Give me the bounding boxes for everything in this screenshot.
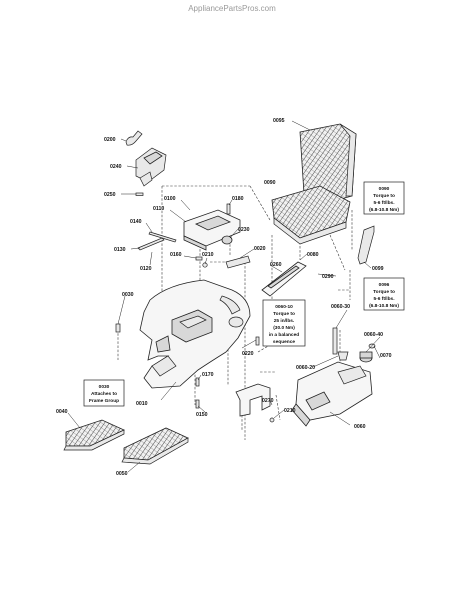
note-0090-line-2: Torque to <box>373 193 395 199</box>
label-0099: 0099 <box>372 266 384 272</box>
label-0140: 0140 <box>130 219 142 225</box>
leader-lines <box>67 120 381 473</box>
label-0095: 0095 <box>273 118 285 124</box>
label-0060-30: 0060-30 <box>331 304 350 310</box>
part-0260-slide-track <box>261 261 307 297</box>
label-0220: 0220 <box>242 351 254 357</box>
part-0010-fender-pan <box>139 279 251 389</box>
label-0130: 0130 <box>114 247 126 253</box>
note-0030-line-2: Attaches to <box>91 391 117 397</box>
label-0290: 0290 <box>322 274 334 280</box>
note-0060-10-line-4: (30.0 Nm) <box>273 325 295 331</box>
label-0010: 0010 <box>136 401 148 407</box>
part-0050-foot-pad <box>121 427 189 465</box>
note-0060-10-line-6: sequence <box>273 340 295 345</box>
part-0060-mount <box>291 361 373 427</box>
part-0250-screw <box>135 192 144 196</box>
note-0030-line-1: 0030 <box>99 384 110 390</box>
label-0260: 0260 <box>270 262 282 268</box>
label-0200: 0200 <box>104 137 116 143</box>
part-0200-clip <box>125 130 143 146</box>
note-0096-line-2: Torque to <box>373 289 395 295</box>
label-0210b: 0210 <box>284 408 296 414</box>
label-0060: 0060 <box>354 424 366 430</box>
label-0210: 0210 <box>202 252 214 258</box>
part-0240-cup-holder <box>135 147 167 187</box>
label-0150: 0150 <box>196 412 208 418</box>
label-0020: 0020 <box>254 246 266 252</box>
watermark: AppliancePartsPros.com <box>188 4 276 13</box>
part-0030-connector <box>115 323 121 333</box>
part-0210-nut <box>202 262 208 268</box>
note-box-0096: 0096 Torque to 5-6 ft/lbs. (6.8-10.8 Nm) <box>363 277 405 311</box>
note-0060-10-line-5: in a balanced <box>269 332 299 338</box>
label-0230: 0230 <box>238 227 250 233</box>
label-0060-40: 0060-40 <box>364 332 383 338</box>
label-0070: 0070 <box>380 353 392 359</box>
note-0096-line-1: 0096 <box>379 282 390 288</box>
part-0060-40-plug <box>359 351 373 363</box>
label-0180: 0180 <box>232 196 244 202</box>
part-0130-pin <box>137 237 165 251</box>
label-0090: 0090 <box>264 180 276 186</box>
part-0020-spring <box>225 255 251 269</box>
part-0040-foot-pad <box>63 419 125 451</box>
note-0060-10-line-1: 0060-10 <box>275 304 293 310</box>
part-0220-bolt <box>255 336 260 346</box>
label-0270: 0270 <box>262 398 274 404</box>
part-0090-seat-cushion <box>271 185 351 245</box>
note-box-0090: 0090 Torque to 5-6 ft/lbs. (6.8-10.8 Nm) <box>363 181 405 215</box>
part-0170-fastener <box>195 377 200 387</box>
label-0110: 0110 <box>153 206 164 212</box>
part-0230-knob <box>221 235 233 245</box>
part-0099-bracket <box>357 225 375 265</box>
label-0250: 0250 <box>104 192 116 198</box>
label-0120: 0120 <box>140 266 152 272</box>
note-0096-line-4: (6.8-10.8 Nm) <box>369 303 399 309</box>
part-0210b-nut <box>269 417 275 423</box>
part-0140-rod <box>148 231 177 243</box>
note-0090-line-1: 0090 <box>379 186 390 192</box>
label-0030: 0030 <box>122 292 134 298</box>
note-0030-line-3: Frame Group <box>89 398 119 404</box>
label-0080: 0080 <box>307 252 319 258</box>
note-0090-line-4: (6.8-10.8 Nm) <box>369 207 399 213</box>
label-0160: 0160 <box>170 252 182 258</box>
part-0150-fastener <box>195 399 200 409</box>
label-0060-20: 0060-20 <box>296 365 315 371</box>
note-0090-line-3: 5-6 ft/lbs. <box>373 200 394 206</box>
part-0110-seat-bracket <box>183 209 241 251</box>
note-box-0030: 0030 Attaches to Frame Group <box>83 379 125 407</box>
label-0040: 0040 <box>56 409 68 415</box>
part-0160-fastener <box>195 256 203 261</box>
label-0170: 0170 <box>202 372 214 378</box>
label-0050: 0050 <box>116 471 128 477</box>
note-0096-line-3: 5-6 ft/lbs. <box>373 296 394 302</box>
note-0060-10-line-3: 25 in/lbs. <box>274 318 295 324</box>
part-labels: 0200 0240 0250 0100 0110 0180 0230 0140 … <box>56 118 392 477</box>
part-0060-30-bolt <box>332 327 338 355</box>
label-0240: 0240 <box>110 164 122 170</box>
part-0270-bracket <box>235 383 271 417</box>
label-0100: 0100 <box>164 196 176 202</box>
part-0180-bolt <box>226 203 231 215</box>
note-0060-10-line-2: Torque to <box>273 311 295 317</box>
part-0060-20-clip <box>337 351 349 361</box>
note-box-0060-10: 0060-10 Torque to 25 in/lbs. (30.0 Nm) i… <box>262 299 306 347</box>
